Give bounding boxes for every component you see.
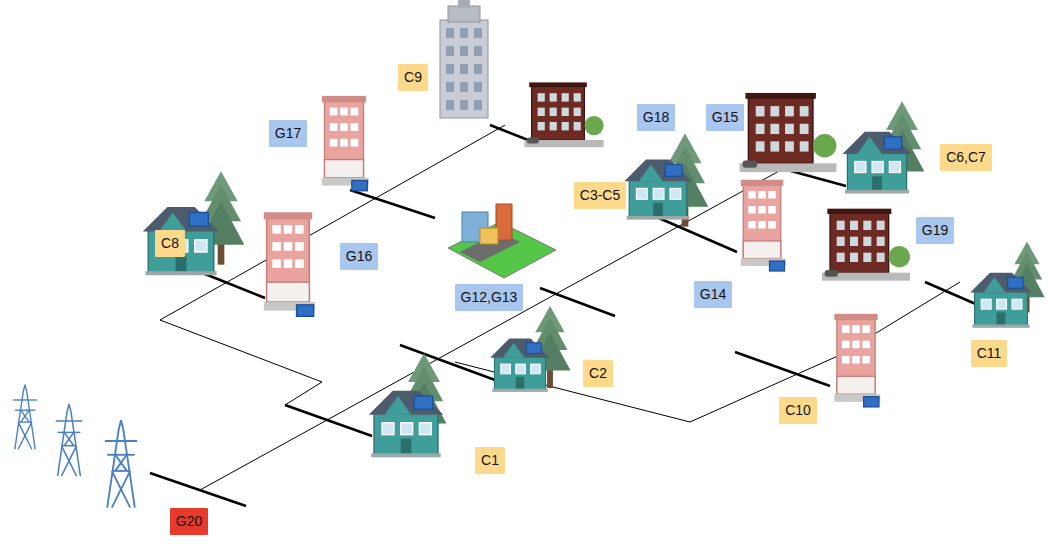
label-text: C11 (977, 345, 1002, 362)
house (490, 339, 550, 392)
device-label: G20 (170, 508, 208, 535)
label-text: G12,G13 (461, 289, 518, 306)
device-label: G12,G13 (455, 284, 524, 311)
device-label: C2 (583, 360, 613, 387)
device-label: C9 (398, 64, 428, 91)
office-building (264, 212, 315, 316)
label-text: C10 (785, 402, 811, 419)
office-building (741, 180, 786, 271)
house (369, 391, 444, 458)
service-line (735, 352, 830, 386)
label-text: G17 (275, 125, 301, 142)
house (624, 160, 691, 220)
label-text: C8 (161, 235, 179, 252)
city-block (448, 204, 556, 278)
pylon (105, 420, 137, 507)
feeder-line (200, 165, 790, 490)
label-text: G15 (712, 109, 738, 126)
service-line (925, 282, 978, 305)
label-text: G16 (346, 248, 372, 265)
device-label: C10 (779, 397, 817, 424)
device-label: G16 (340, 243, 378, 270)
apartment-building (740, 93, 837, 172)
buildings (143, 82, 1045, 457)
device-label: G18 (637, 104, 675, 131)
device-label: G17 (269, 120, 307, 147)
apartment-building (822, 209, 910, 281)
device-label: C6,C7 (940, 144, 992, 171)
device-label: C3-C5 (574, 182, 626, 209)
skyscraper (440, 0, 488, 118)
device-label: G19 (916, 217, 954, 244)
label-text: C9 (404, 69, 422, 86)
service-line (285, 405, 372, 436)
label-text: G14 (700, 286, 726, 303)
pylon (13, 385, 37, 450)
pylon (56, 404, 83, 476)
office-building (834, 314, 880, 407)
house (842, 132, 911, 194)
service-line (350, 190, 435, 218)
device-label: G15 (706, 104, 744, 131)
house (143, 207, 220, 275)
label-text: C3-C5 (580, 187, 620, 204)
device-label: C1 (475, 447, 505, 474)
grid-wires (150, 125, 978, 506)
label-text: G20 (176, 513, 202, 530)
label-text: C6,C7 (946, 149, 986, 166)
label-text: G18 (643, 109, 669, 126)
label-text: G19 (922, 222, 948, 239)
house (970, 273, 1032, 328)
feeder-line (160, 320, 322, 405)
device-label: G14 (694, 281, 732, 308)
apartment-building (524, 82, 603, 147)
label-text: C1 (481, 452, 499, 469)
device-label: C8 (155, 230, 185, 257)
label-text: C2 (589, 365, 607, 382)
device-label: C11 (971, 340, 1008, 367)
office-building (322, 96, 369, 191)
service-line (490, 125, 528, 140)
service-line (150, 473, 246, 506)
transmission-towers (13, 385, 137, 508)
